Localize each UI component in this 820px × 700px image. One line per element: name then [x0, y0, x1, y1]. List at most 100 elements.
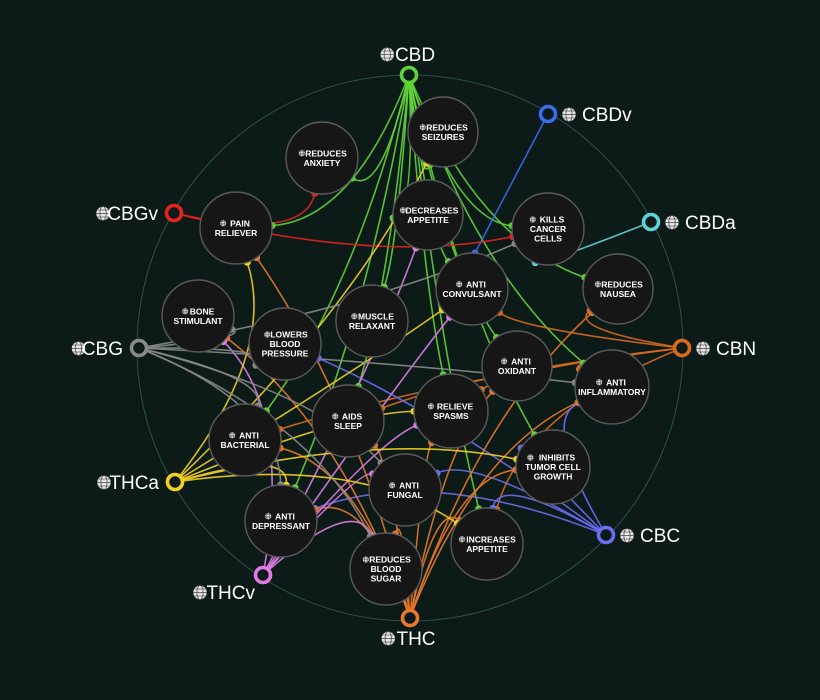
- cannabinoid-label: CBD: [395, 45, 435, 66]
- globe-icon: [455, 280, 463, 288]
- globe-icon: [419, 123, 427, 131]
- effect-circle: [208, 403, 282, 477]
- globe-icon: [192, 585, 208, 600]
- hub-circle[interactable]: [129, 338, 149, 358]
- globe-icon: [526, 453, 534, 462]
- globe-icon: [331, 412, 339, 420]
- globe-icon: [362, 555, 370, 564]
- effect-circle: [407, 96, 479, 168]
- globe-icon: [561, 107, 577, 122]
- globe-icon: [228, 431, 236, 439]
- link-CBN-reduces-nausea: [585, 309, 683, 349]
- cannabinoid-THC[interactable]: THC: [381, 608, 436, 651]
- cannabinoid-label: CBC: [640, 526, 680, 547]
- hub-circle[interactable]: [253, 565, 273, 585]
- hub-circle[interactable]: [641, 212, 661, 232]
- effect-label-line: LOWERS: [270, 330, 308, 340]
- cannabinoid-label: CBDa: [685, 213, 736, 234]
- link-THCv-reduces-blood-sugar: [262, 520, 373, 576]
- effect-circle: [285, 121, 359, 195]
- link-THC-anti-inflammatory: [409, 401, 579, 619]
- cannabinoid-label: CBN: [716, 339, 756, 360]
- effect-label-line: REDUCES: [426, 122, 468, 132]
- globe-icon: [619, 528, 635, 543]
- globe-icon: [427, 402, 435, 410]
- globe-icon: [181, 307, 189, 315]
- effect-label-line: CONVULSANT: [442, 289, 502, 299]
- hub-circle[interactable]: [596, 525, 616, 545]
- effect-label-line: GROWTH: [534, 472, 573, 482]
- effect-label-line: FUNGAL: [387, 490, 422, 500]
- cannabinoid-label: CBG: [82, 339, 123, 360]
- effect-label-line: SPASMS: [433, 411, 469, 421]
- link-CBD-pain-reliever: [271, 74, 410, 227]
- link-CBG-reduces-blood-sugar: [138, 347, 372, 537]
- cannabinoid-THCa[interactable]: THCa: [96, 472, 185, 494]
- hub-circle[interactable]: [400, 608, 420, 628]
- effect-label-line: CELLS: [534, 234, 562, 244]
- hub-circle[interactable]: [164, 203, 184, 223]
- effect-label-line: BLOOD: [371, 564, 402, 574]
- hub-circle[interactable]: [399, 65, 419, 85]
- cannabinoid-CBD[interactable]: CBD: [380, 45, 435, 85]
- effect-label-line: BLOOD: [270, 339, 301, 349]
- cannabinoid-label: CBGv: [107, 204, 158, 225]
- cannabinoid-CBC[interactable]: CBC: [596, 525, 681, 547]
- globe-icon: [500, 357, 508, 365]
- effect-label-line: ANTI: [275, 511, 295, 521]
- effect-circle: [582, 253, 654, 325]
- cannabinoid-label: THCa: [109, 473, 159, 494]
- effect-label-line: BONE: [190, 306, 215, 316]
- hub-circle[interactable]: [538, 104, 558, 124]
- globe-icon: [298, 149, 306, 157]
- effect-label-line: DECREASES: [406, 205, 459, 215]
- hub-circle[interactable]: [165, 472, 185, 492]
- globe-icon: [458, 535, 466, 543]
- effect-circle: [450, 507, 524, 581]
- effect-label-line: TUMOR CELL: [525, 462, 581, 472]
- cannabinoid-CBDa[interactable]: CBDa: [641, 212, 737, 234]
- globe-icon: [71, 341, 86, 356]
- cannabinoid-THCv[interactable]: THCv: [192, 565, 273, 605]
- hub-circle[interactable]: [672, 338, 692, 358]
- cannabinoid-label: CBDv: [582, 105, 632, 126]
- cannabinoid-CBN[interactable]: CBN: [672, 338, 757, 360]
- effect-label-line: REDUCES: [601, 279, 643, 289]
- cannabinoid-CBG[interactable]: CBG: [71, 338, 149, 360]
- effect-label-line: NAUSEA: [600, 289, 636, 299]
- effect-label-line: STIMULANT: [173, 316, 223, 326]
- globe-icon: [263, 330, 271, 339]
- effect-circle: [413, 373, 489, 449]
- cannabinoid-CBGv[interactable]: CBGv: [95, 203, 184, 225]
- cannabinoid-CBDv[interactable]: CBDv: [538, 104, 633, 126]
- effect-label-line: SEIZURES: [422, 132, 465, 142]
- link-THC-reduces-nausea: [409, 311, 593, 619]
- effect-label-line: DEPRESSANT: [252, 521, 311, 531]
- link-CBC-anti-depressant: [314, 491, 607, 536]
- globe-icon: [380, 47, 395, 62]
- effect-circle: [248, 307, 322, 381]
- effect-label-line: KILLS: [540, 215, 565, 225]
- effect-circle: [511, 192, 585, 266]
- globe-icon: [664, 215, 680, 230]
